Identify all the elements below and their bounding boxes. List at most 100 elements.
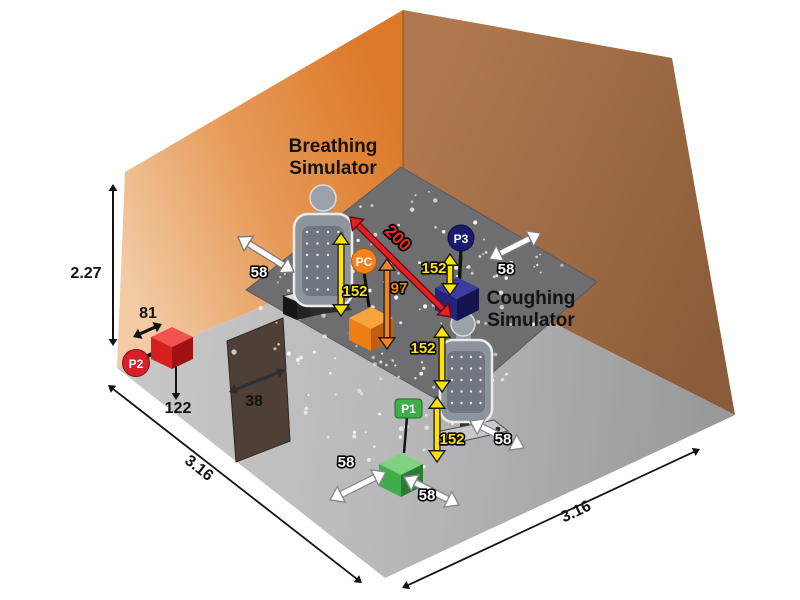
particle [492, 275, 496, 279]
point-p1-badge: P1 [394, 398, 423, 419]
p2-drop-label: 122 [165, 400, 192, 417]
sensor-dot [460, 378, 463, 382]
sensor-dot [469, 355, 473, 359]
particle [275, 321, 278, 324]
p2-box-right [172, 337, 193, 369]
particle [414, 194, 417, 197]
sensor-dot [305, 276, 309, 280]
particle [394, 364, 397, 367]
particle [357, 388, 362, 393]
sensor-dot [326, 276, 330, 280]
p3-badge-circle [447, 224, 475, 252]
particle [482, 253, 485, 256]
sampler-box-p2 [151, 327, 193, 369]
door-width-label: 38 [245, 393, 263, 410]
sensor-dot [469, 390, 473, 393]
text-labels: Breathing Simulator Coughing Simulator 2… [70, 136, 593, 526]
coughing-sim-wheel-left [449, 438, 455, 444]
breathing-simulator-label-line2: Simulator [289, 158, 377, 179]
sensor-dot [460, 401, 463, 405]
sensor-dot [450, 367, 454, 370]
sensor-dot [460, 367, 463, 370]
sensor-dot [450, 378, 454, 382]
grid-58-label-cough: 58 [495, 431, 512, 448]
left-wall [117, 10, 403, 368]
door-knob [231, 349, 237, 355]
particle [424, 413, 428, 417]
particle [369, 243, 373, 246]
point-p3-label: P3 [454, 232, 469, 246]
particle [286, 351, 291, 356]
particle [286, 289, 291, 293]
particle [321, 313, 326, 318]
sensor-dot [326, 253, 330, 257]
particle [509, 323, 513, 326]
sensor-dot [305, 288, 309, 291]
particle [276, 281, 279, 284]
particle [504, 276, 508, 280]
particle [455, 274, 459, 278]
particle [398, 435, 402, 439]
arrow-152-p3 [440, 252, 460, 297]
particle [473, 220, 478, 225]
particle [478, 255, 482, 258]
particle [299, 355, 303, 360]
room-height-label: 2.27 [70, 265, 101, 282]
sensor-dot [316, 276, 319, 280]
point-badges: P2 PC P3 P1 [122, 224, 475, 419]
room-depth-label: 3.16 [181, 452, 216, 485]
particle [397, 375, 400, 379]
grid-58-label-breathing: 58 [251, 264, 268, 281]
particle [484, 321, 488, 326]
sensor-dot [450, 390, 454, 393]
particle [394, 295, 399, 300]
particle [533, 265, 536, 268]
p2-box-left [151, 337, 172, 369]
arrow-door-38 [229, 367, 285, 395]
particle [397, 223, 400, 227]
particle [422, 366, 426, 371]
sensor-dot [479, 378, 482, 382]
particle [499, 305, 504, 310]
arrow-97-pc [377, 257, 397, 351]
measurement-arrows [108, 184, 700, 590]
arrow-58-floor-left [328, 468, 388, 504]
arrow-depth-316 [108, 385, 362, 583]
particle [373, 232, 378, 237]
particle [531, 322, 535, 327]
particle [371, 355, 375, 360]
coughing-simulator [434, 311, 510, 445]
sensor-dot [450, 355, 454, 359]
particle [433, 198, 438, 203]
particle [495, 274, 499, 278]
particle [536, 263, 539, 267]
particle [359, 392, 364, 396]
particle [378, 412, 382, 416]
particle [539, 271, 542, 274]
particle [500, 377, 505, 382]
particle [419, 371, 424, 376]
arrow-58-breathing [236, 235, 296, 274]
particle [295, 358, 300, 362]
particle [427, 190, 430, 193]
arrow-152-breathing [331, 231, 351, 318]
point-p3-badge: P3 [447, 224, 475, 252]
particle [399, 426, 404, 431]
arrow-58-floor-front [402, 473, 461, 509]
particle [409, 207, 415, 212]
particle [466, 266, 468, 269]
coughing-simulator-label-line1: Coughing [487, 288, 576, 309]
particle [335, 393, 337, 396]
particle [418, 261, 421, 265]
sensor-dot [479, 401, 482, 405]
pc-badge-circle [351, 248, 377, 274]
particle [273, 347, 277, 351]
sensor-dot [337, 230, 340, 234]
sensor-dot [460, 355, 463, 359]
particle [303, 410, 308, 415]
particle [420, 361, 424, 364]
pump-box-left [283, 296, 297, 320]
particle [379, 377, 382, 381]
particle [466, 265, 471, 269]
particle [441, 230, 446, 234]
